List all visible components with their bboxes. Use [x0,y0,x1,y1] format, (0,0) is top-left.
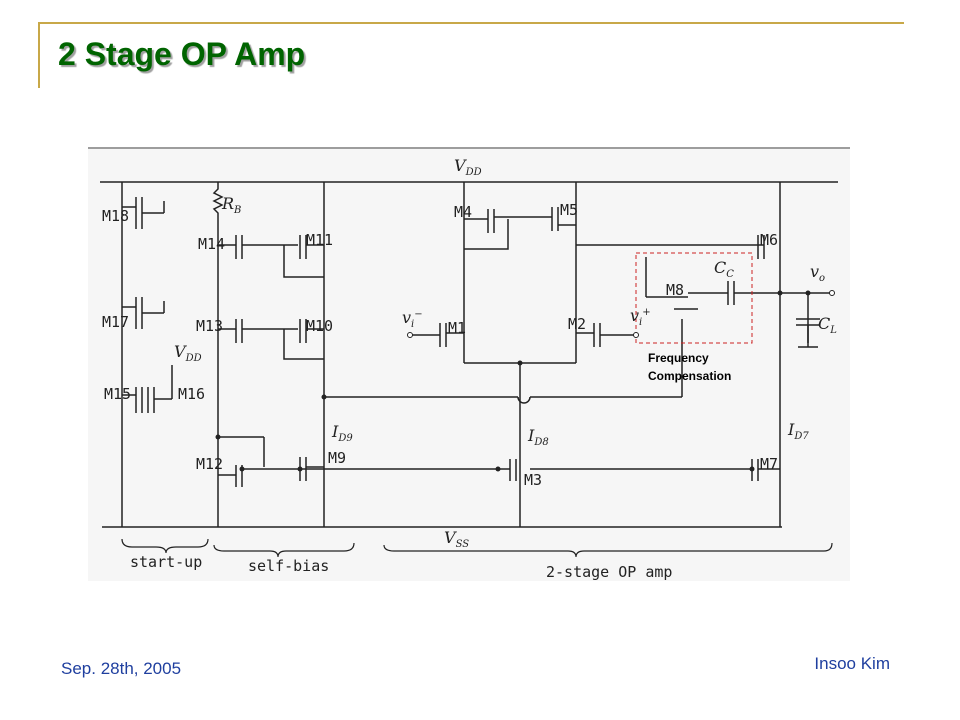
vo-label: vo [810,262,825,284]
vin-minus-label: vi− [402,308,423,330]
m9-label: M9 [328,449,346,467]
selfbias-section-label: self-bias [248,557,329,575]
rb-label: RB [221,194,241,216]
footer-date: Sep. 28th, 2005 [61,659,182,678]
m12-label: M12 [196,455,223,473]
m8-label: M8 [666,281,684,299]
id9-label: ID9 [331,422,353,444]
m6-label: M6 [760,231,778,249]
m2-label: M2 [568,315,586,333]
freq-comp-line2: Compensation [648,369,731,383]
id8-label: ID8 [527,426,549,448]
m4-label: M4 [454,203,472,221]
startup-section-label: start-up [130,553,202,571]
top-rule [38,22,904,24]
m5-label: M5 [560,201,578,219]
frequency-compensation-box [635,252,753,344]
vss-label: VSS [444,528,469,550]
m15-label: M15 [104,385,131,403]
id7-label: ID7 [787,420,809,442]
vdd-inner-label: VDD [174,342,202,364]
m10-label: M10 [306,317,333,335]
cc-label: CC [714,258,734,280]
m11-label: M11 [306,231,333,249]
m17-label: M17 [102,313,129,331]
cl-label: CL [818,314,837,336]
freq-comp-line1: Frequency [648,351,709,365]
opamp-section-label: 2-stage OP amp [546,563,672,581]
m16-label: M16 [178,385,205,403]
m18-label: M18 [102,207,129,225]
m13-label: M13 [196,317,223,335]
left-rule [38,22,40,88]
vin-plus-label: vi+ [630,306,651,328]
m14-label: M14 [198,235,225,253]
m7-label: M7 [760,455,778,473]
slide-title: 2 Stage OP Amp [58,36,306,72]
m1-label: M1 [448,319,466,337]
m3-label: M3 [524,471,542,489]
vdd-label: VDD [454,156,482,178]
footer-author: Insoo Kim [814,654,890,673]
circuit-diagram: VDD VSS RB VDD ID9 ID8 ID7 vi− vi+ CC CL… [88,147,850,581]
